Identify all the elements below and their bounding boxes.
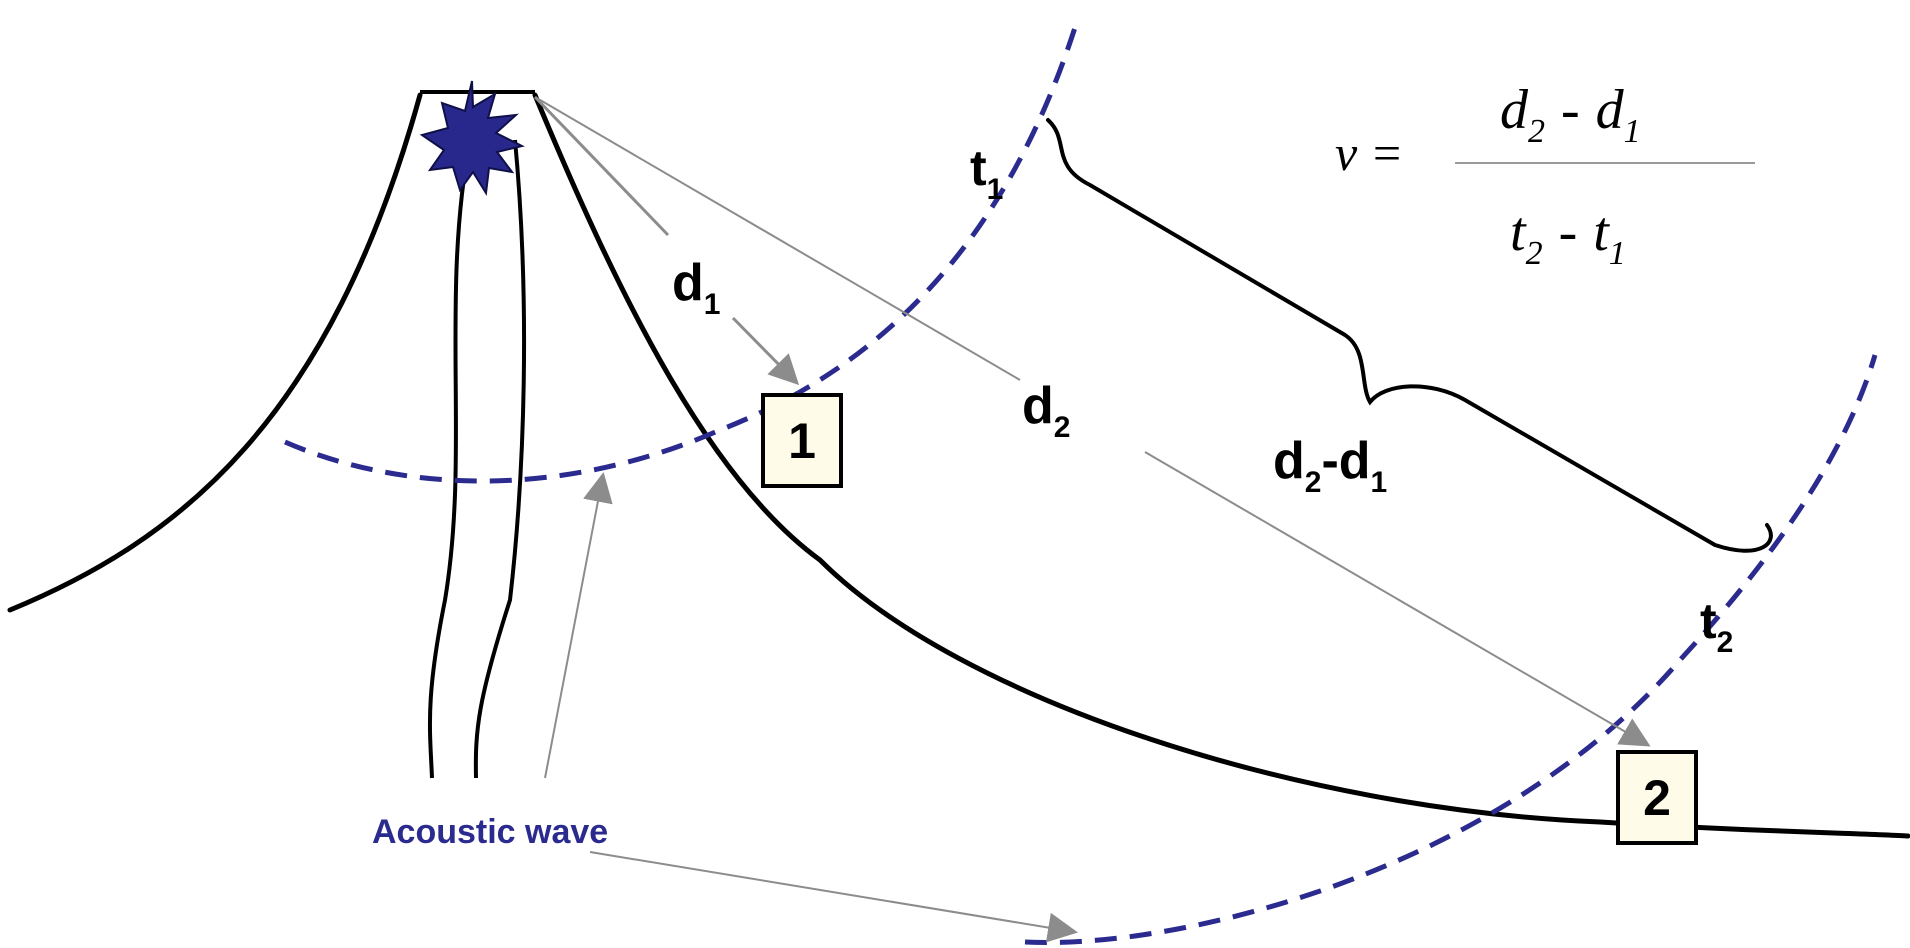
label-t2: t2 — [1700, 593, 1733, 659]
acoustic-wave-caption: Acoustic wave — [372, 813, 608, 851]
difference-brace — [1046, 118, 1773, 553]
wavefront-t2 — [1024, 354, 1878, 946]
formula-numerator: d2-d1 — [1500, 79, 1641, 150]
wavefront-t1 — [284, 17, 1081, 484]
label-t1: t1 — [970, 140, 1003, 206]
pointer-wave-t1 — [544, 472, 613, 779]
arrow-d2-lower — [1144, 451, 1651, 747]
conduit-left-wall — [427, 139, 472, 779]
volcano-left-flank — [7, 92, 423, 613]
arrow-d1-lower — [731, 316, 800, 386]
arrow-d2-upper — [534, 96, 1021, 381]
station-2-marker: 2 — [1616, 750, 1698, 845]
velocity-formula: v = d2-d1 t2-t1 — [1335, 79, 1755, 272]
pointer-wave-t2 — [589, 851, 1078, 943]
explosion-starburst-icon — [419, 80, 525, 196]
volcano-right-flank — [532, 92, 1910, 839]
label-d1: d1 — [672, 254, 720, 321]
conduit-right-wall — [473, 139, 527, 779]
station-1-label: 1 — [788, 413, 816, 469]
formula-denominator: t2-t1 — [1510, 201, 1626, 272]
arrow-d1-upper — [533, 95, 670, 237]
formula-lhs: v = — [1335, 125, 1403, 181]
station-1-marker: 1 — [761, 393, 843, 488]
label-d2: d2 — [1022, 377, 1070, 444]
station-2-label: 2 — [1643, 770, 1671, 826]
label-d2-minus-d1: d2-d1 — [1273, 432, 1387, 499]
